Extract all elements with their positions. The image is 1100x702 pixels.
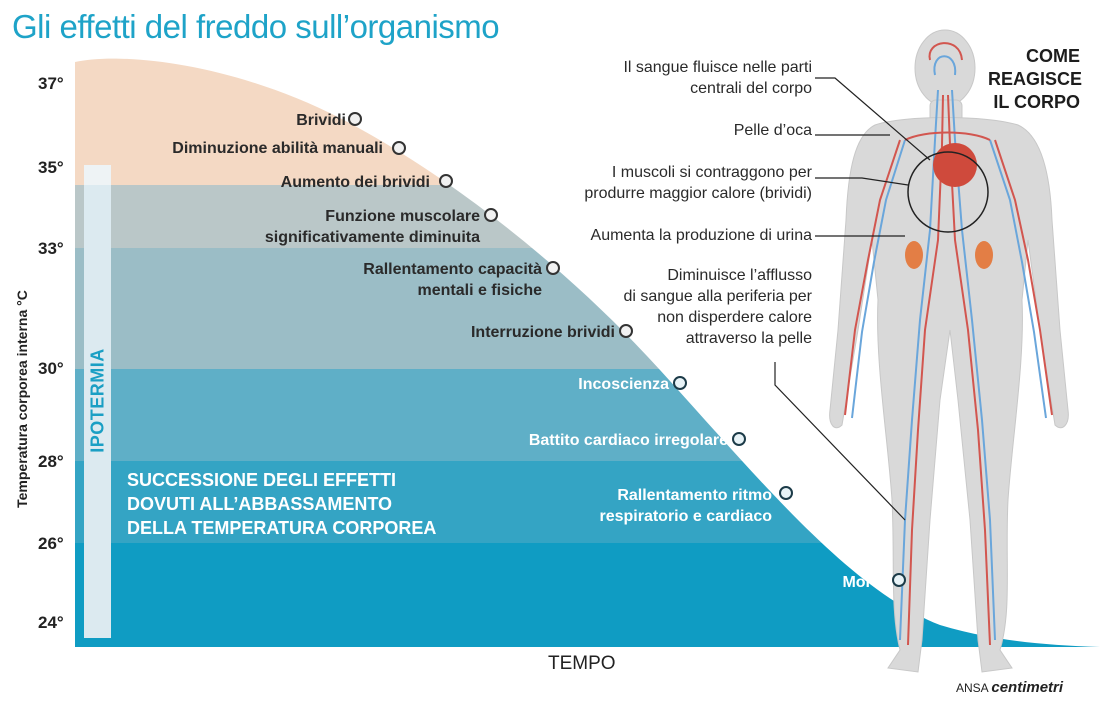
effect-dot — [348, 112, 362, 126]
kidney-left — [905, 241, 923, 269]
effect-interruzione-brividi: Interruzione brividi — [471, 322, 615, 343]
effect-text: Aumento dei brividi — [280, 174, 430, 191]
effect-aumento-brividi: Aumento dei brividi — [281, 172, 430, 193]
y-tick-35: 35° — [38, 158, 64, 177]
y-tick-33: 33° — [38, 239, 64, 258]
y-tick-26: 26° — [38, 534, 64, 553]
effect-text: Diminuzione abilità manuali — [172, 140, 383, 157]
annotation-line: produrre maggior calore (brividi) — [584, 185, 812, 202]
annotation-line: non disperdere calore — [657, 309, 812, 326]
effect-diminuzione-abilita: Diminuzione abilità manuali — [172, 138, 383, 159]
effect-dot — [546, 261, 560, 275]
credit-brand: centimetri — [991, 679, 1064, 696]
annotation-line: Pelle d’oca — [733, 122, 812, 139]
y-tick-28: 28° — [38, 452, 64, 471]
effect-rallentamento-ritmo: Rallentamento ritmo respiratorio e cardi… — [599, 485, 772, 527]
annotation-line: centrali del corpo — [690, 80, 812, 97]
effect-incoscienza: Incoscienza — [578, 374, 669, 395]
effect-text: Brividi — [296, 112, 346, 129]
heart — [933, 143, 977, 187]
effect-dot — [779, 486, 793, 500]
body-heading: COME REAGISCE IL CORPO — [988, 45, 1083, 114]
effect-funzione-muscolare: Funzione muscolare significativamente di… — [265, 206, 480, 248]
torso-circle — [907, 151, 989, 233]
annotation-urina: Aumenta la produzione di urina — [591, 225, 812, 246]
leader-afflusso — [774, 362, 906, 521]
effect-text: Battito cardiaco irregolare — [528, 432, 728, 449]
annotation-muscoli: I muscoli si contraggono per produrre ma… — [584, 162, 812, 204]
effect-text: Incoscienza — [578, 376, 669, 393]
effect-text: Interruzione brividi — [470, 324, 615, 341]
effect-dot — [484, 208, 498, 222]
effect-text: Morte — [842, 574, 886, 591]
annotation-line: Il sangue fluisce nelle parti — [623, 59, 812, 76]
body-heading-line: REAGISCE — [988, 69, 1083, 89]
x-axis-title: TEMPO — [548, 653, 616, 674]
effect-dot — [673, 376, 687, 390]
effect-text: Funzione muscolare — [325, 208, 480, 225]
annotation-sangue-fluisce: Il sangue fluisce nelle parti centrali d… — [623, 57, 812, 99]
annotation-line: Diminuisce l’afflusso — [667, 267, 812, 284]
effect-text: Rallentamento capacità — [363, 261, 542, 278]
ipotermia-label: IPOTERMIA — [87, 348, 108, 453]
effect-dot — [892, 573, 906, 587]
y-tick-30: 30° — [38, 359, 64, 378]
annotation-leaders — [774, 77, 931, 521]
effect-dot — [619, 324, 633, 338]
diagram-caption: SUCCESSIONE DEGLI EFFETTI DOVUTI ALL’ABB… — [127, 468, 457, 540]
caption-line: DELLA TEMPERATURA CORPOREA — [127, 518, 437, 538]
effect-dot — [439, 174, 453, 188]
body-heading-line: IL CORPO — [993, 92, 1080, 112]
effect-text: respiratorio e cardiaco — [599, 508, 772, 525]
annotation-line: Aumenta la produzione di urina — [590, 227, 812, 244]
leader-sangue-fluisce — [815, 77, 931, 161]
annotation-line: attraverso la pelle — [685, 330, 812, 347]
annotation-afflusso: Diminuisce l’afflusso di sangue alla per… — [623, 265, 812, 349]
effect-battito-irregolare: Battito cardiaco irregolare — [529, 430, 728, 451]
credit: ANSA centimetri — [956, 679, 1063, 696]
y-axis-title: Temperatura corporea interna °C — [14, 290, 30, 508]
band-26-24 — [75, 543, 1100, 647]
annotation-line: I muscoli si contraggono per — [611, 164, 812, 181]
effect-text: mentali e fisiche — [417, 282, 543, 299]
body-heading-line: COME — [1026, 46, 1080, 66]
annotation-line: di sangue alla periferia per — [623, 288, 812, 305]
kidney-right — [975, 241, 993, 269]
effect-morte: Morte — [842, 572, 886, 593]
effect-dot — [732, 432, 746, 446]
caption-line: DOVUTI ALL’ABBASSAMENTO — [127, 494, 393, 514]
caption-line: SUCCESSIONE DEGLI EFFETTI — [127, 470, 397, 490]
y-tick-37: 37° — [38, 74, 64, 93]
y-tick-24: 24° — [38, 613, 64, 632]
credit-agency: ANSA — [956, 681, 989, 695]
effect-text: Rallentamento ritmo — [617, 487, 772, 504]
effect-dot — [392, 141, 406, 155]
effect-rallentamento-capacita: Rallentamento capacità mentali e fisiche — [363, 259, 542, 301]
ipotermia-bar-inner — [84, 185, 111, 638]
effect-brividi: Brividi — [296, 110, 346, 131]
annotation-pelle-doca: Pelle d’oca — [734, 120, 812, 141]
page-title: Gli effetti del freddo sull’organismo — [12, 8, 500, 45]
effect-text: significativamente diminuita — [264, 229, 480, 246]
leader-muscoli — [815, 177, 909, 186]
